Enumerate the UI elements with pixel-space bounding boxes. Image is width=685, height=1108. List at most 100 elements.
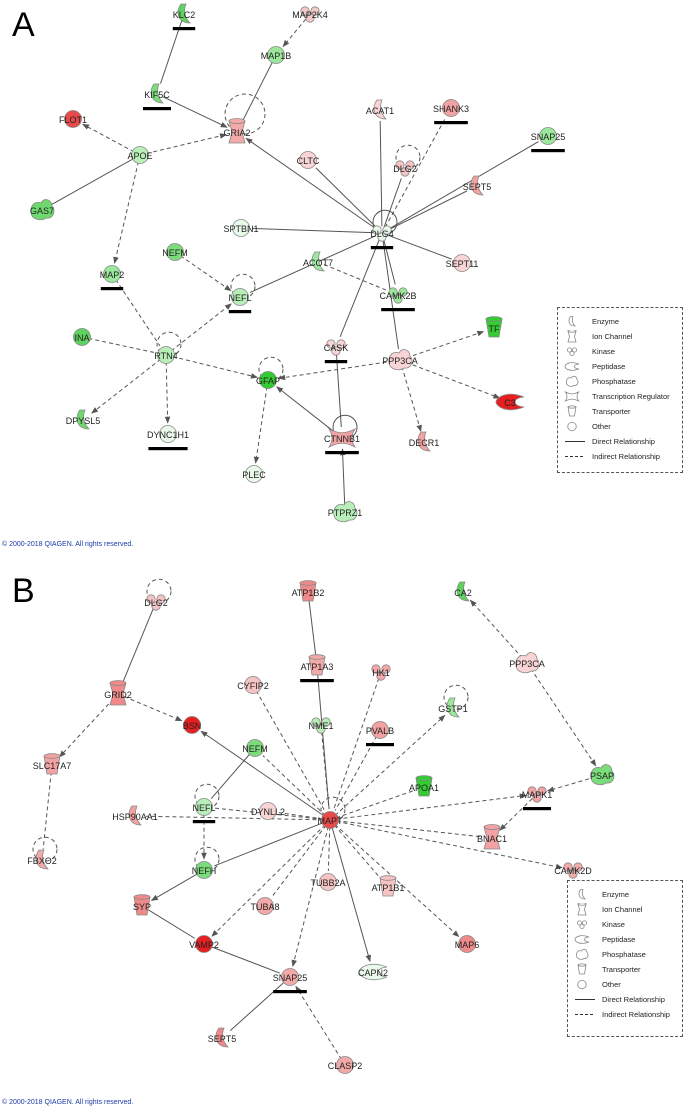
- node-fbxo2[interactable]: FBXO2: [27, 849, 57, 870]
- other-icon: [567, 421, 577, 432]
- edge-MAPT-GSTP1: [334, 714, 446, 816]
- node-bnac1[interactable]: BNAC1: [477, 824, 507, 850]
- node-cltc[interactable]: CLTC: [297, 151, 320, 169]
- node-label: CTNNB1: [324, 434, 360, 444]
- node-bsn[interactable]: BSN: [183, 716, 202, 734]
- edge-PPP3CA_B-CA2: [469, 599, 523, 659]
- node-label: PPP3CA: [382, 356, 418, 366]
- node-acat1[interactable]: ACAT1: [366, 99, 394, 120]
- node-grid2[interactable]: GRID2: [104, 680, 132, 706]
- node-apoa1[interactable]: APOA1: [409, 775, 439, 797]
- node-nefh[interactable]: NEFH: [192, 861, 217, 879]
- node-slc17a7[interactable]: SLC17A7: [33, 753, 72, 775]
- node-tubb2a[interactable]: TUBB2A: [310, 873, 346, 891]
- transporter-icon: [577, 963, 587, 975]
- node-marker-bar: [523, 807, 551, 811]
- node-atp1a3[interactable]: ATP1A3: [300, 654, 334, 683]
- node-shank3[interactable]: SHANK3: [433, 99, 469, 125]
- node-syp[interactable]: SYP: [133, 894, 151, 916]
- edge-GFAP-PLEC: [253, 386, 268, 464]
- node-clasp2[interactable]: CLASP2: [328, 1056, 363, 1074]
- node-label: ATP1A3: [301, 662, 334, 672]
- node-hsp90aa1[interactable]: HSP90AA1: [112, 805, 158, 826]
- node-nefm[interactable]: NEFM: [242, 739, 268, 757]
- node-map2k4[interactable]: MAP2K4: [292, 6, 328, 23]
- node-ca2[interactable]: CA2: [454, 581, 472, 602]
- node-gria2[interactable]: GRIA2: [223, 118, 251, 144]
- node-flot1[interactable]: FLOT1: [59, 110, 87, 128]
- legend-item-regulator: Transcription Regulator: [558, 389, 682, 404]
- legend-label: Peptidase: [602, 935, 636, 944]
- legend-item-direct: Direct Relationship: [558, 434, 682, 449]
- edge-MAP2-RTN4: [115, 279, 161, 347]
- node-gas7[interactable]: GAS7: [30, 199, 55, 221]
- node-hk1[interactable]: HK1: [371, 664, 391, 681]
- node-capn2[interactable]: CAPN2: [358, 963, 388, 981]
- node-dpysl5[interactable]: DPYSL5: [66, 409, 101, 430]
- node-dlg2[interactable]: DLG2: [144, 594, 168, 611]
- node-label: CLASP2: [328, 1061, 363, 1071]
- node-sept11[interactable]: SEPT11: [446, 254, 479, 272]
- node-dlg2[interactable]: DLG2: [393, 160, 417, 177]
- node-klc2[interactable]: KLC2: [173, 3, 196, 31]
- node-ina[interactable]: INA: [73, 328, 91, 346]
- node-sept5[interactable]: SEPT5: [463, 175, 492, 196]
- node-label: NEFL: [228, 293, 251, 303]
- node-rtn4[interactable]: RTN4: [154, 346, 178, 364]
- node-map1b[interactable]: MAP1B: [261, 46, 292, 64]
- panel-b-letter: B: [12, 572, 35, 610]
- node-sptbn1[interactable]: SPTBN1: [223, 219, 259, 237]
- node-map2[interactable]: MAP2: [100, 265, 125, 291]
- node-dync1h1[interactable]: DYNC1H1: [147, 425, 189, 451]
- node-label: SHANK3: [433, 104, 469, 114]
- node-nefm[interactable]: NEFM: [162, 243, 188, 261]
- node-pvalb[interactable]: PVALB: [366, 721, 394, 747]
- node-snap25[interactable]: SNAP25: [531, 127, 566, 153]
- edge-layer: [51, 18, 539, 506]
- node-nefl[interactable]: NEFL: [192, 798, 216, 824]
- legend-item-transporter: Transporter: [568, 962, 682, 977]
- node-c3[interactable]: C3: [495, 393, 525, 411]
- node-psap[interactable]: PSAP: [590, 764, 615, 786]
- node-ppp3ca[interactable]: PPP3CA: [509, 652, 545, 674]
- node-snap25[interactable]: SNAP25: [273, 968, 308, 994]
- node-label: MAPT: [317, 816, 343, 826]
- node-apoe[interactable]: APOE: [127, 146, 153, 164]
- node-vamp2[interactable]: VAMP2: [189, 935, 219, 953]
- node-ctnnb1[interactable]: CTNNB1: [324, 427, 360, 455]
- node-plec[interactable]: PLEC: [242, 465, 266, 483]
- node-sept5[interactable]: SEPT5: [208, 1027, 237, 1048]
- node-dynll2[interactable]: DYNLL2: [251, 802, 285, 820]
- node-mapk1[interactable]: MAPK1: [522, 786, 553, 811]
- node-decr1[interactable]: DECR1: [409, 431, 440, 452]
- node-atp1b1[interactable]: ATP1B1: [372, 875, 405, 897]
- node-marker-bar: [192, 820, 216, 824]
- node-dlg4[interactable]: DLG4: [370, 225, 394, 250]
- node-label: KLC2: [173, 10, 196, 20]
- node-label: SPTBN1: [223, 224, 258, 234]
- node-camk2b[interactable]: CAMK2B: [379, 287, 417, 312]
- node-tuba8[interactable]: TUBA8: [250, 897, 280, 915]
- node-nefl[interactable]: NEFL: [228, 288, 252, 314]
- node-tf[interactable]: TF: [485, 316, 503, 338]
- node-nme1[interactable]: NME1: [308, 717, 334, 734]
- node-cyfip2[interactable]: CYFIP2: [237, 676, 269, 694]
- node-gstp1[interactable]: GSTP1: [438, 697, 468, 718]
- node-cask[interactable]: CASK: [324, 339, 349, 364]
- node-kif5c[interactable]: KIF5C: [143, 83, 171, 111]
- node-mapt[interactable]: MAPT: [317, 811, 343, 829]
- node-label: TUBA8: [250, 902, 279, 912]
- node-ppp3ca[interactable]: PPP3CA: [382, 349, 418, 371]
- node-atp1b2[interactable]: ATP1B2: [292, 580, 325, 602]
- edge-MAPT-CAMK2D: [336, 820, 563, 870]
- node-acot7[interactable]: ACOT7: [303, 251, 333, 272]
- node-ptprz1[interactable]: PTPRZ1: [328, 501, 363, 523]
- edge-DLG4-CLTC: [315, 167, 378, 229]
- node-label: CAMK2D: [554, 866, 592, 876]
- node-camk2d[interactable]: CAMK2D: [554, 862, 592, 879]
- node-label: GSTP1: [438, 704, 468, 714]
- node-gfap[interactable]: GFAP: [256, 371, 280, 389]
- node-map6[interactable]: MAP6: [455, 935, 480, 953]
